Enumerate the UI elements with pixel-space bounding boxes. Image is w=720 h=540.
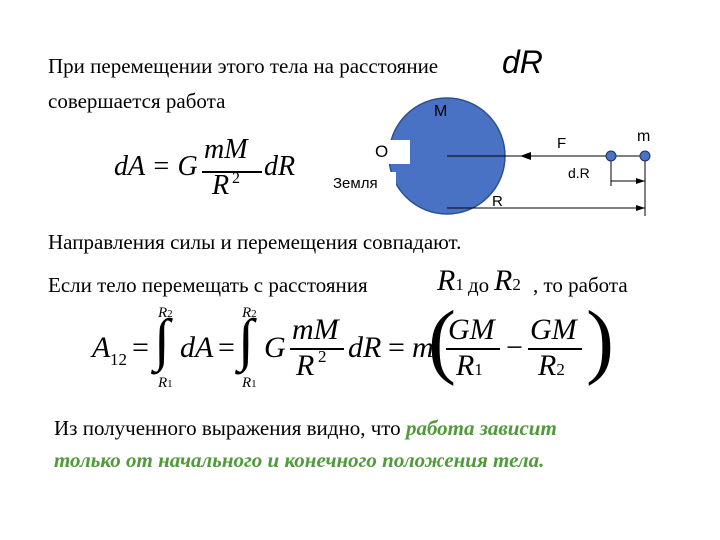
f2-frac1-num: GM (448, 313, 495, 346)
conclusion-line-1: Из полученного выражения видно, что рабо… (54, 416, 557, 441)
f2-int1-upper: R2 (158, 305, 173, 321)
f2-den-sup: 2 (318, 347, 327, 366)
formula-dA-fraction-bar (202, 171, 262, 173)
f2-num: mM (292, 313, 339, 346)
label-dR: d.R (568, 165, 590, 181)
dR-symbol: dR (502, 44, 543, 80)
f2-eq1: = (132, 331, 149, 364)
f2-int2-upper: R2 (242, 305, 257, 321)
R-arrow-head (636, 205, 645, 211)
f2-frac2-bar (528, 348, 582, 350)
f2-eq3: = (388, 331, 405, 364)
label-R: R (492, 193, 503, 210)
f2-m: m (412, 331, 434, 364)
f2-A: A (92, 331, 111, 364)
mass-start-point (605, 150, 617, 162)
conclusion-line-2: только от начального и конечного положен… (54, 448, 545, 472)
mass-end-point (639, 150, 651, 162)
formula-dA-lhs: dA = G (114, 151, 198, 182)
conclusion-emph-1: работа зависит (405, 416, 557, 440)
label-O: O (375, 142, 389, 161)
f2-frac1-den: R1 (456, 349, 483, 382)
formula-dA-num: mM (204, 134, 248, 165)
formula-dA-rhs: dR (264, 151, 296, 182)
formula-dA: dA = G mM R 2 dR (114, 134, 304, 204)
label-M: M (434, 103, 448, 120)
line4-R2-letter: R (494, 264, 513, 297)
line4-R1-sub: 1 (455, 275, 464, 294)
f2-int1-lower: R1 (158, 375, 173, 391)
conclusion-plain: Из полученного выражения видно, что (54, 416, 406, 440)
formula-dA-den-sup: 2 (232, 170, 240, 187)
integral-2: ∫ (238, 307, 254, 372)
f2-minus: − (506, 331, 523, 364)
line4-mid: до (468, 273, 490, 297)
f2-dA: dA (180, 331, 214, 364)
formula-dA-den: R (212, 170, 230, 201)
f2-frac-bar (290, 348, 344, 350)
f2-int2-lower: R1 (242, 375, 257, 391)
formula-work: A 12 = R2 ∫ R1 dA = R2 ∫ R1 G mM R 2 dR … (92, 299, 614, 401)
f2-dR: dR (348, 331, 382, 364)
line4-R1-letter: R (437, 264, 456, 297)
text-line-1: При перемещении этого тела на расстояние (48, 54, 438, 79)
text-line-2: совершается работа (48, 89, 226, 113)
f2-frac2-num: GM (530, 313, 577, 346)
f2-den: R (296, 349, 315, 382)
label-earth: Земля (333, 175, 378, 192)
label-m: m (637, 128, 651, 145)
line4-R1: R1 (437, 264, 464, 298)
line4-R2: R2 (494, 264, 521, 298)
line4-R2-sub: 2 (512, 275, 521, 294)
earth-label-box (330, 172, 396, 198)
f2-A-sub: 12 (110, 350, 127, 369)
f2-paren-right: ) (586, 294, 614, 387)
integral-1: ∫ (154, 307, 170, 372)
f2-frac2-den: R2 (538, 349, 565, 382)
line4-post: , то работа (533, 273, 628, 297)
dR-arrow-head (636, 178, 645, 184)
label-O-box (368, 140, 410, 164)
text-line-3: Направления силы и перемещения совпадают… (48, 230, 462, 254)
force-arrow-head (520, 152, 531, 160)
label-F: F (557, 135, 567, 152)
f2-eq2: = (218, 331, 235, 364)
f2-paren-left: ( (428, 294, 456, 387)
line1-text: При перемещении этого тела на расстояние (48, 54, 439, 78)
text-line-4-pre: Если тело перемещать с расстояния (48, 273, 368, 297)
f2-G: G (264, 331, 286, 364)
f2-frac1-bar (446, 348, 500, 350)
